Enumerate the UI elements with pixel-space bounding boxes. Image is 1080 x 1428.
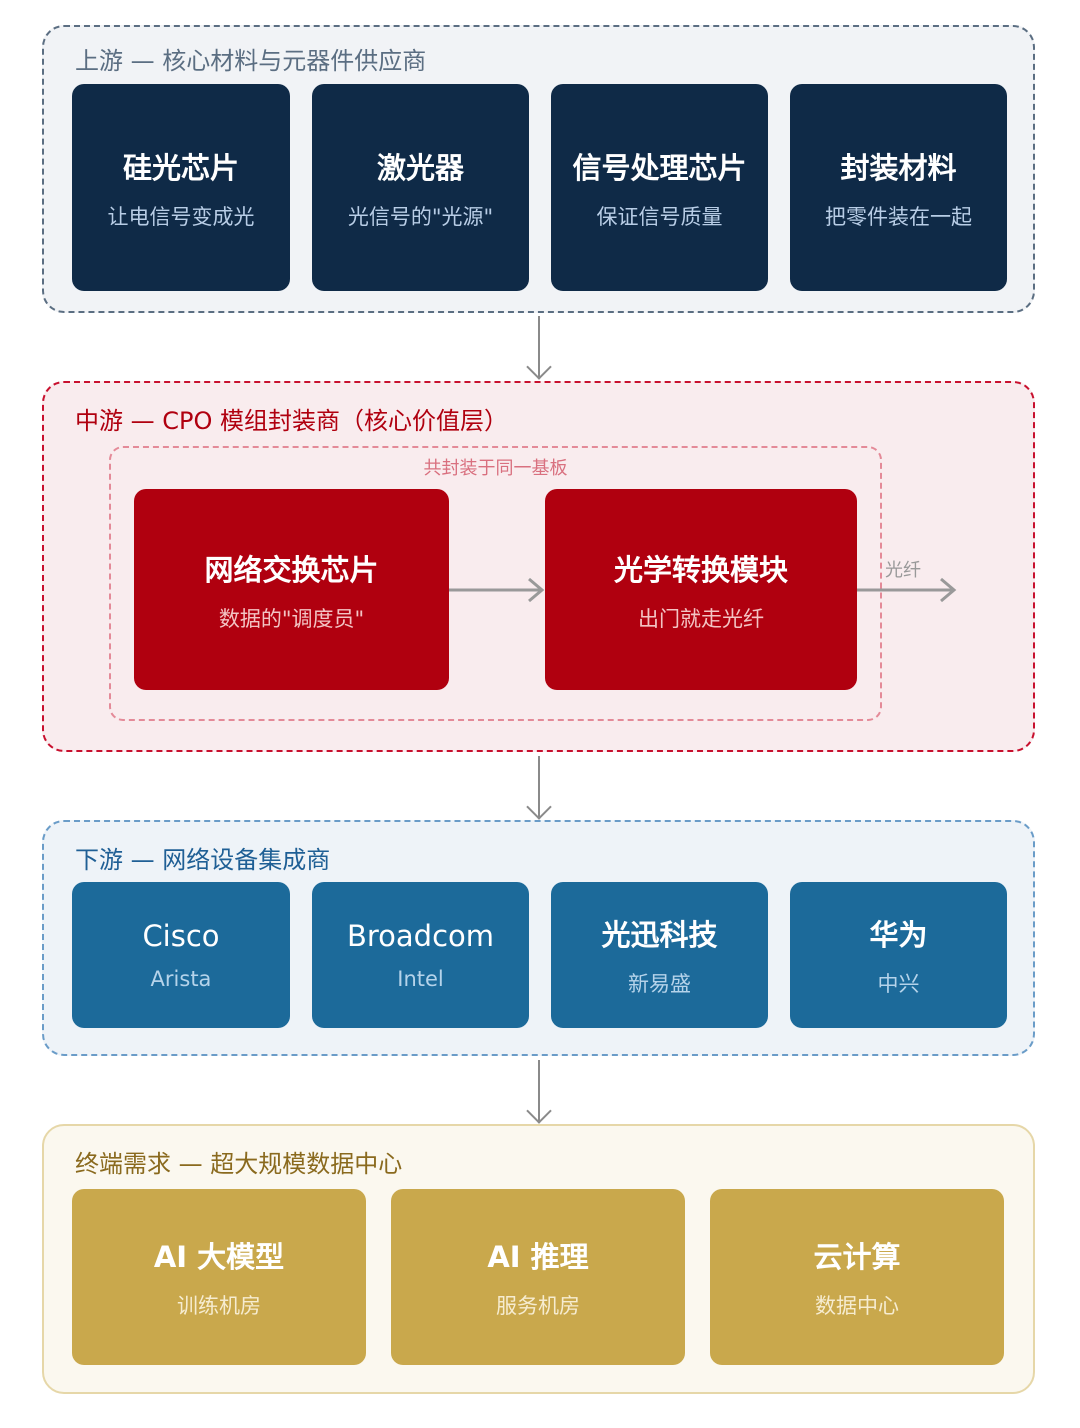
card-title: 光迅科技: [601, 918, 718, 952]
card-desc: 出门就走光纤: [638, 606, 764, 631]
downstream-card: 华为中兴: [790, 882, 1007, 1028]
card-title: 云计算: [813, 1240, 901, 1274]
card-title: 华为: [869, 918, 928, 952]
card-desc: 保证信号质量: [596, 204, 723, 229]
card-desc: Arista: [150, 967, 212, 991]
midstream-title: 中游 — CPO 模组封装商（核心价值层）: [75, 407, 509, 435]
card-desc: 数据的"调度员": [218, 606, 365, 631]
midstream-section: 中游 — CPO 模组封装商（核心价值层）: [42, 381, 1035, 752]
demand-card: AI 大模型训练机房: [72, 1189, 366, 1365]
card-title: 信号处理芯片: [572, 150, 747, 185]
arrow-down-icon: [526, 1098, 552, 1124]
downstream-title: 下游 — 网络设备集成商: [75, 846, 331, 874]
fiber-label: 光纤: [885, 560, 921, 581]
flow-arrow-line: [538, 316, 540, 378]
upstream-card: 封装材料把零件装在一起: [790, 84, 1007, 291]
card-desc: 让电信号变成光: [107, 204, 255, 229]
demand-card: AI 推理服务机房: [391, 1189, 685, 1365]
flow-arrow-line: [538, 1060, 540, 1122]
card-desc: Intel: [397, 967, 444, 991]
card-desc: 新易盛: [628, 972, 691, 996]
card-title: 激光器: [376, 150, 464, 185]
demand-title: 终端需求 — 超大规模数据中心: [75, 1150, 403, 1178]
card-title: AI 推理: [487, 1240, 589, 1274]
card-title: 网络交换芯片: [204, 552, 379, 587]
fiber-arrow-icon: [857, 577, 957, 603]
card-desc: 服务机房: [496, 1294, 580, 1318]
demand-card: 云计算数据中心: [710, 1189, 1004, 1365]
card-title: Broadcom: [346, 919, 495, 953]
upstream-card: 激光器光信号的"光源": [312, 84, 529, 291]
flow-arrow-line: [538, 756, 540, 818]
midstream-card: 光学转换模块出门就走光纤: [545, 489, 857, 690]
co-package-box: [109, 446, 882, 721]
upstream-card: 硅光芯片让电信号变成光: [72, 84, 290, 291]
card-title: 封装材料: [840, 150, 957, 185]
arrow-down-icon: [526, 794, 552, 820]
card-title: 硅光芯片: [122, 150, 239, 185]
card-title: 光学转换模块: [613, 552, 788, 587]
card-title: AI 大模型: [153, 1240, 285, 1274]
co-package-label: 共封装于同一基板: [423, 458, 568, 479]
arrow-down-icon: [526, 354, 552, 380]
upstream-card: 信号处理芯片保证信号质量: [551, 84, 768, 291]
card-desc: 数据中心: [815, 1294, 899, 1318]
card-desc: 中兴: [877, 972, 920, 996]
upstream-title: 上游 — 核心材料与元器件供应商: [75, 47, 427, 75]
card-desc: 光信号的"光源": [347, 204, 494, 229]
midstream-card: 网络交换芯片数据的"调度员": [134, 489, 449, 690]
arrow-right-icon: [449, 577, 545, 603]
card-desc: 把零件装在一起: [825, 204, 972, 229]
card-desc: 训练机房: [177, 1294, 261, 1318]
card-title: Cisco: [142, 919, 220, 953]
downstream-card: 光迅科技新易盛: [551, 882, 768, 1028]
